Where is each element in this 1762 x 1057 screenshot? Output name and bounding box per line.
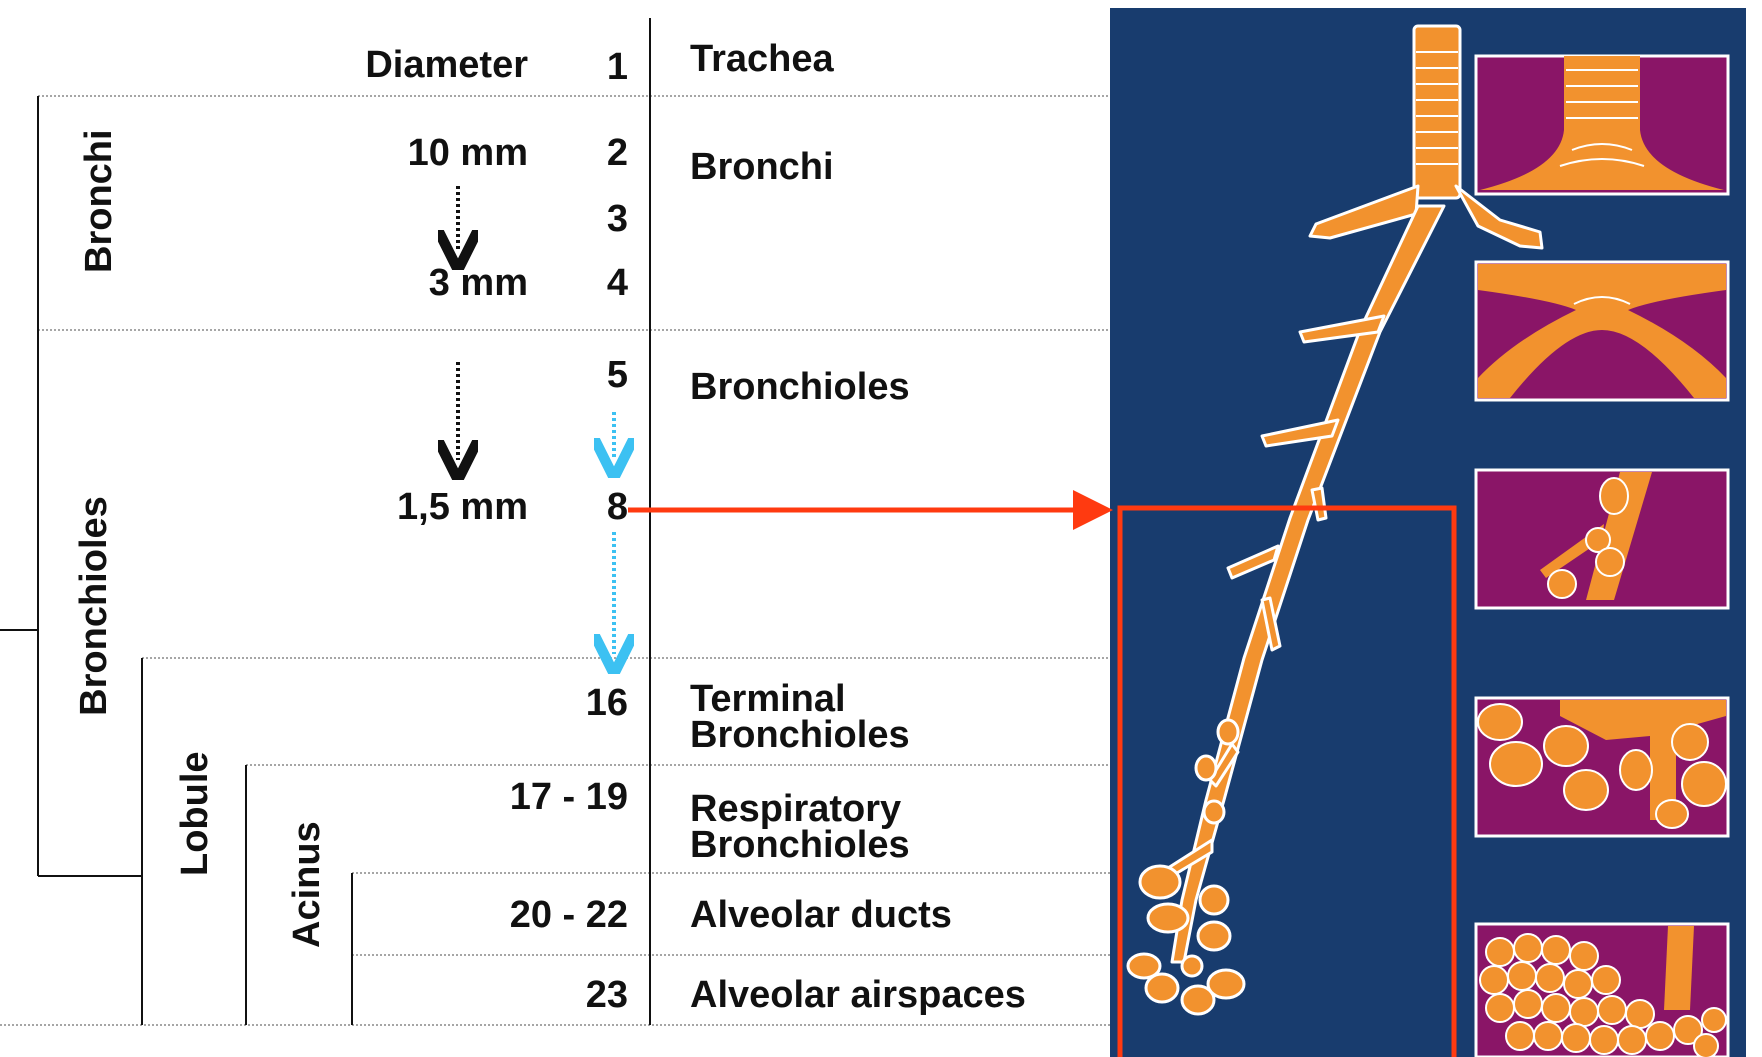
- generation-23: 23: [450, 976, 628, 1014]
- row-separators: [0, 96, 1265, 1025]
- airway-trachea: Trachea: [690, 40, 834, 78]
- generation-4: 4: [450, 264, 628, 302]
- airway-bronchioles: Bronchioles: [690, 368, 910, 406]
- generation-20-22: 20 - 22: [450, 896, 628, 934]
- inset-respiratory-bronchioles: [1476, 698, 1728, 836]
- airway-terminal-bronchioles-line1: Terminal: [690, 680, 846, 718]
- generation-17-19: 17 - 19: [450, 778, 628, 816]
- generation-16: 16: [450, 684, 628, 722]
- airway-bronchi: Bronchi: [690, 148, 834, 186]
- generation-2: 2: [450, 134, 628, 172]
- generation-1: 1: [450, 48, 628, 86]
- generation-3: 3: [450, 200, 628, 238]
- airway-respiratory-bronchioles-line2: Bronchioles: [690, 826, 910, 864]
- group-lobule-label: Lobule: [176, 756, 216, 876]
- airway-respiratory-bronchioles-line1: Respiratory: [690, 790, 901, 828]
- generation-5: 5: [450, 356, 628, 394]
- group-bronchi-label: Bronchi: [80, 153, 120, 273]
- airway-alveolar-airspaces: Alveolar airspaces: [690, 976, 1026, 1014]
- airway-alveolar-ducts: Alveolar ducts: [690, 896, 952, 934]
- group-acinus-label: Acinus: [288, 828, 328, 948]
- inset-trachea: [1476, 56, 1728, 194]
- group-bronchioles-label: Bronchioles: [75, 491, 115, 721]
- generation-8: 8: [450, 488, 628, 526]
- inset-bronchioles: [1476, 470, 1728, 608]
- inset-bronchi: [1476, 262, 1728, 400]
- airway-terminal-bronchioles-line2: Bronchioles: [690, 716, 910, 754]
- inset-alveoli: [1476, 924, 1728, 1057]
